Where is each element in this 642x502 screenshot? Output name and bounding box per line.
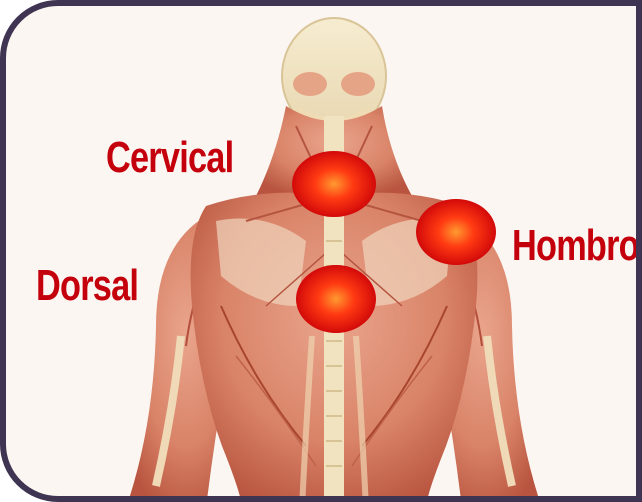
dorsal-pain-spot xyxy=(296,265,376,333)
cervical-pain-spot xyxy=(292,151,376,217)
label-cervical: Cervical xyxy=(106,136,233,180)
label-dorsal: Dorsal xyxy=(36,264,138,308)
shoulder-pain-spot xyxy=(416,199,496,265)
label-hombro: Hombro xyxy=(512,224,639,268)
